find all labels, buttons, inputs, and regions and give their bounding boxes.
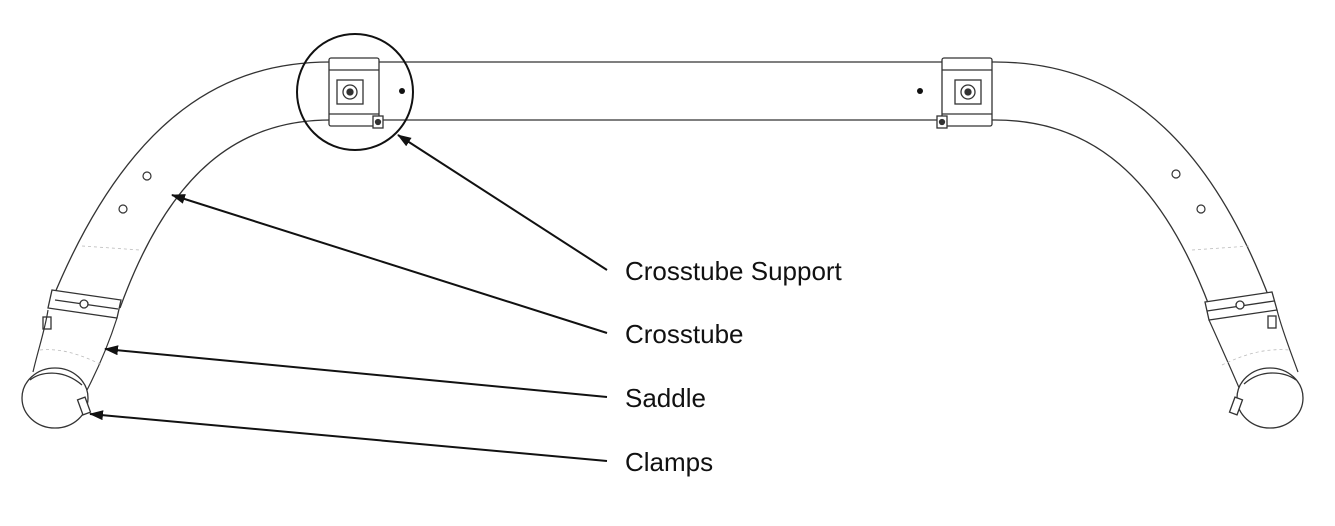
crosstube-dot xyxy=(917,88,923,94)
callout-label-clamps: Clamps xyxy=(625,447,714,477)
leader-arrows xyxy=(89,134,608,462)
callout-label-saddle: Saddle xyxy=(625,383,706,413)
arrow-clamps xyxy=(89,410,608,462)
crosstube-support-left xyxy=(328,57,384,129)
arrow-crosstube-support xyxy=(397,134,608,271)
crosstube-support-right xyxy=(936,57,993,129)
saddle-band-left xyxy=(42,289,122,330)
saddle-band-right xyxy=(1204,291,1278,329)
callout-label-crosstube: Crosstube xyxy=(625,319,744,349)
crosstube xyxy=(51,61,1271,309)
crosstube-support-highlight-circle xyxy=(296,33,414,151)
arrow-saddle xyxy=(104,345,608,398)
callout-label-crosstube-support: Crosstube Support xyxy=(625,256,842,286)
clamp-left xyxy=(21,367,92,429)
clamp-right xyxy=(1228,367,1304,429)
crosstube-holes xyxy=(118,169,1206,214)
arrow-crosstube xyxy=(171,194,608,334)
saddle-right xyxy=(1208,309,1299,391)
crosstube-dot xyxy=(399,88,405,94)
